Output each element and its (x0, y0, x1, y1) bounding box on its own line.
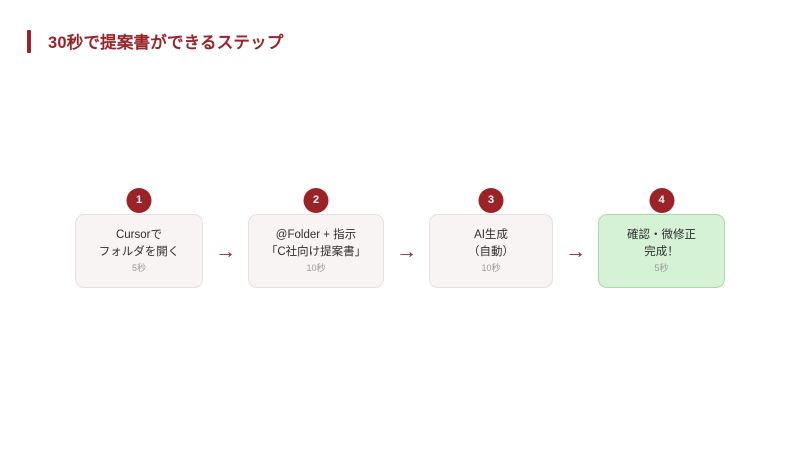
page-title: 30秒で提案書ができるステップ (27, 29, 284, 53)
step-card[interactable]: Cursorで フォルダを開く 5秒 (75, 214, 203, 288)
step-card-highlighted[interactable]: 確認・微修正 完成！ 5秒 (598, 214, 725, 288)
step-2[interactable]: 2 @Folder + 指示 「C社向け提案書」 10秒 (248, 188, 384, 288)
step-number-badge: 4 (649, 188, 674, 213)
step-duration: 5秒 (131, 263, 146, 274)
page-title-text: 30秒で提案書ができるステップ (48, 34, 284, 52)
step-duration: 10秒 (306, 263, 326, 274)
step-number-badge: 3 (478, 188, 504, 213)
step-label-line-1: Cursorで (115, 229, 162, 242)
step-duration: 5秒 (654, 263, 669, 274)
step-label-line-1: @Folder + 指示 (275, 229, 357, 242)
step-label-line-2: 「C社向け提案書」 (265, 245, 367, 258)
step-label-line-2: フォルダを開く (98, 245, 180, 258)
step-flow: 1 Cursorで フォルダを開く 5秒 → 2 @Folder + 指示 「C… (0, 188, 800, 288)
step-card[interactable]: @Folder + 指示 「C社向け提案書」 10秒 (248, 214, 384, 288)
step-number-badge: 2 (303, 188, 329, 213)
step-label-line-1: 確認・微修正 (627, 229, 696, 242)
arrow-right-icon: → (565, 239, 586, 263)
step-duration: 10秒 (481, 263, 501, 274)
arrow-right-icon: → (215, 239, 236, 263)
step-label-line-2: 完成！ (644, 245, 679, 258)
title-accent-bar (27, 29, 31, 53)
step-card[interactable]: AI生成 （自動） 10秒 (429, 214, 553, 288)
step-3[interactable]: 3 AI生成 （自動） 10秒 (429, 188, 553, 288)
step-number-badge: 1 (126, 188, 152, 213)
step-label-line-1: AI生成 (474, 229, 508, 242)
step-4[interactable]: 4 確認・微修正 完成！ 5秒 (598, 188, 725, 288)
step-1[interactable]: 1 Cursorで フォルダを開く 5秒 (75, 188, 203, 288)
step-label-line-2: （自動） (468, 245, 514, 258)
arrow-right-icon: → (396, 239, 417, 263)
